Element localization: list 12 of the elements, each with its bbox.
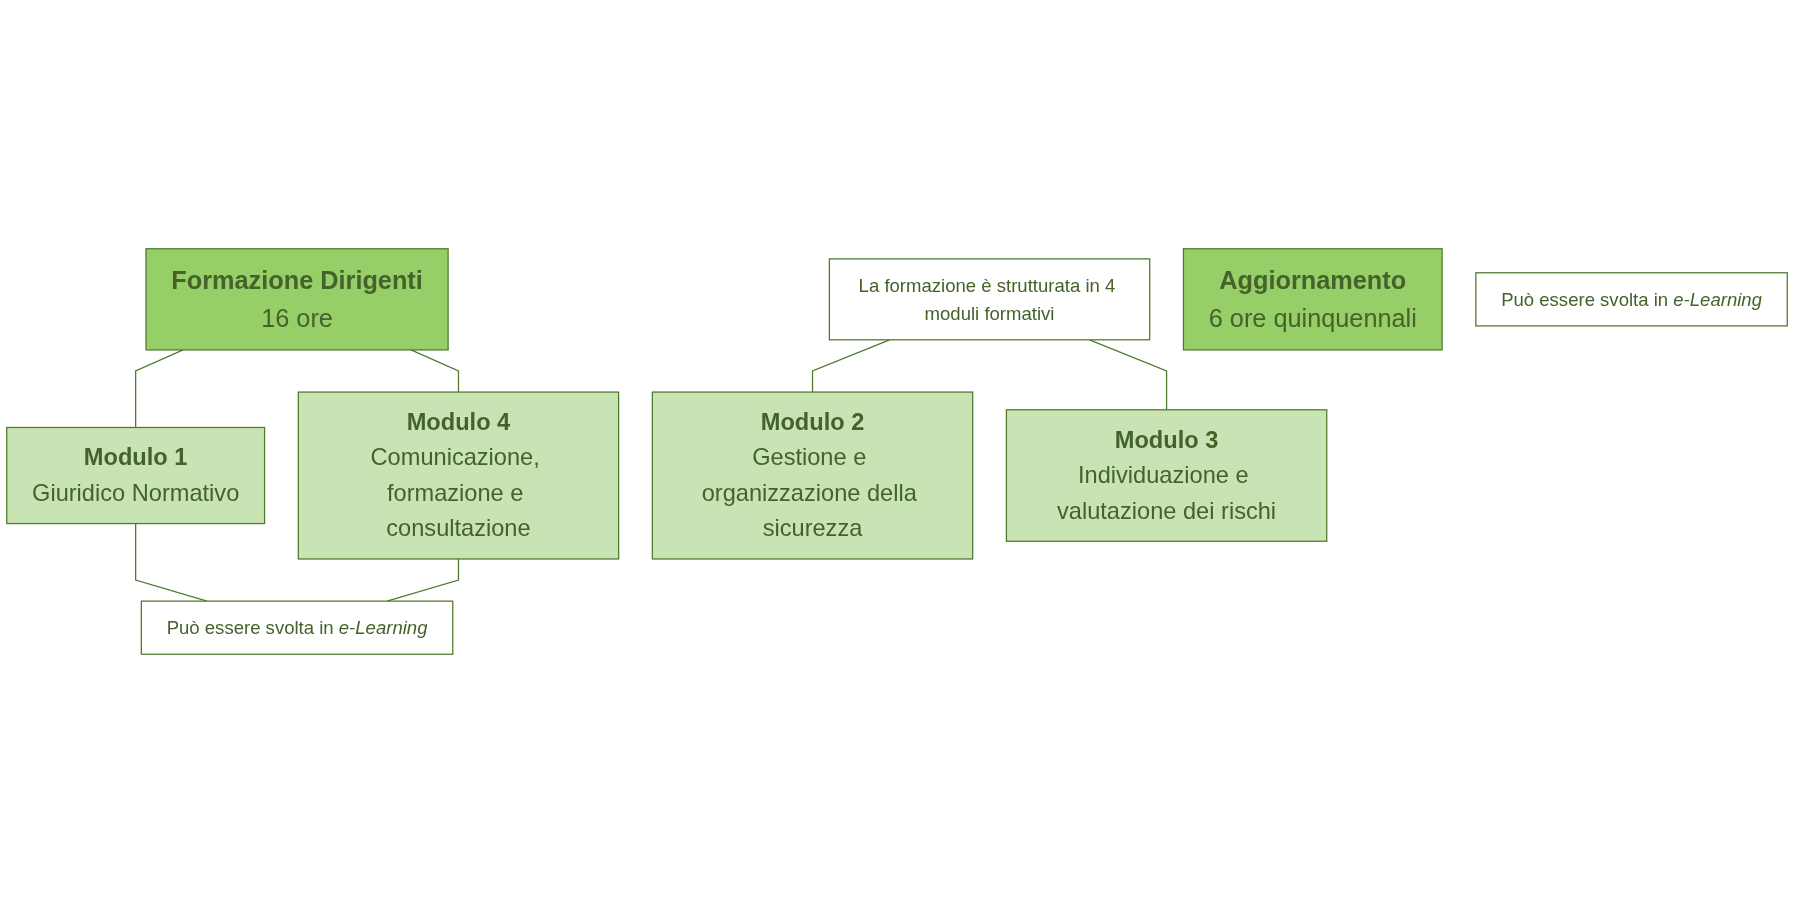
node-box: Modulo 4 Comunicazione, formazione e consultazione (297, 391, 620, 560)
node-box: Aggiornamento 6 ore quinquennali (1182, 248, 1443, 351)
node-box: Formazione Dirigenti 16 ore (145, 248, 449, 351)
connector (811, 339, 891, 393)
node-box: Può essere svolta in e-Learning (140, 600, 454, 655)
node-box: Modulo 3 Individuazione e valutazione dei rischi (1005, 409, 1328, 542)
node-box: La formazione è strutturata in 4 moduli formativi (828, 258, 1151, 341)
node-box: Può essere svolta in e-Learning (1475, 272, 1788, 327)
connector (1088, 339, 1168, 411)
node-box: Modulo 1 Giuridico Normativo (6, 426, 266, 525)
connector (410, 349, 460, 393)
node-box: Modulo 2 Gestione e organizzazione della sicurezza (651, 391, 974, 560)
